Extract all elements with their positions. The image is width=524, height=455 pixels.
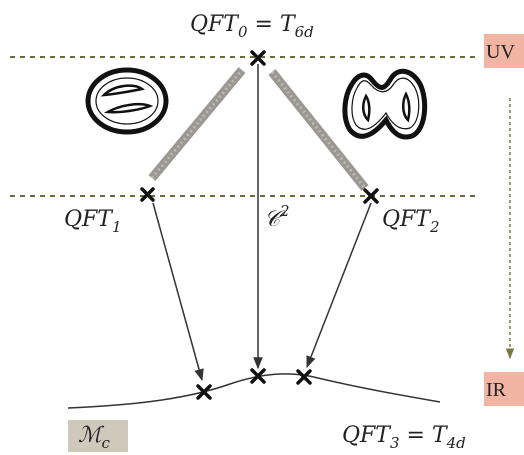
left-strip	[148, 67, 246, 181]
uv-label: UV	[486, 41, 515, 63]
qft1-name: QFT	[64, 207, 114, 232]
bottom-label: QFT3 = T4d	[342, 423, 466, 452]
uv-box	[484, 34, 524, 68]
top-label: QFT0 = T6d	[190, 12, 314, 41]
x-marker-qft0	[250, 50, 266, 66]
bottom-rhs: T	[432, 423, 449, 448]
top-lhs: QFT	[190, 12, 240, 37]
qft2-name: QFT	[382, 207, 432, 232]
moduli-sub: c	[102, 434, 111, 452]
moduli-label: ℳc	[78, 423, 111, 452]
moduli-curve	[67, 373, 441, 409]
bottom-eq: =	[400, 423, 432, 448]
top-lhs-sub: 0	[238, 23, 248, 41]
moduli-name: ℳ	[78, 423, 105, 448]
right-strip	[268, 69, 369, 191]
arrow-qft2-to-mc	[306, 202, 372, 369]
bottom-lhs-sub: 3	[390, 434, 400, 452]
x-marker-mc-middle	[250, 368, 266, 384]
top-rhs-sub: 6d	[295, 23, 314, 41]
qft1-label: QFT1	[64, 207, 122, 236]
arrow-qft1-to-mc	[152, 202, 204, 382]
x-marker-mc-left	[196, 384, 212, 400]
c2-sup: 2	[279, 202, 290, 220]
genus-two-surface-icon	[342, 68, 428, 140]
top-rhs: T	[280, 12, 297, 37]
qft2-sub: 2	[429, 218, 440, 236]
torus-with-slits-icon	[85, 67, 169, 135]
ir-label: IR	[486, 379, 507, 401]
x-marker-qft2	[363, 188, 379, 204]
bottom-rhs-sub: 4d	[446, 434, 466, 452]
qft1-sub: 1	[112, 218, 122, 236]
ir-box	[484, 372, 524, 406]
top-eq: =	[248, 12, 280, 37]
x-marker-qft1	[140, 187, 155, 202]
qft2-label: QFT2	[382, 207, 440, 236]
moduli-box	[68, 420, 128, 452]
c2-label: 𝒞2	[264, 202, 290, 232]
bottom-lhs: QFT	[342, 423, 392, 448]
x-marker-mc-right	[296, 369, 312, 385]
